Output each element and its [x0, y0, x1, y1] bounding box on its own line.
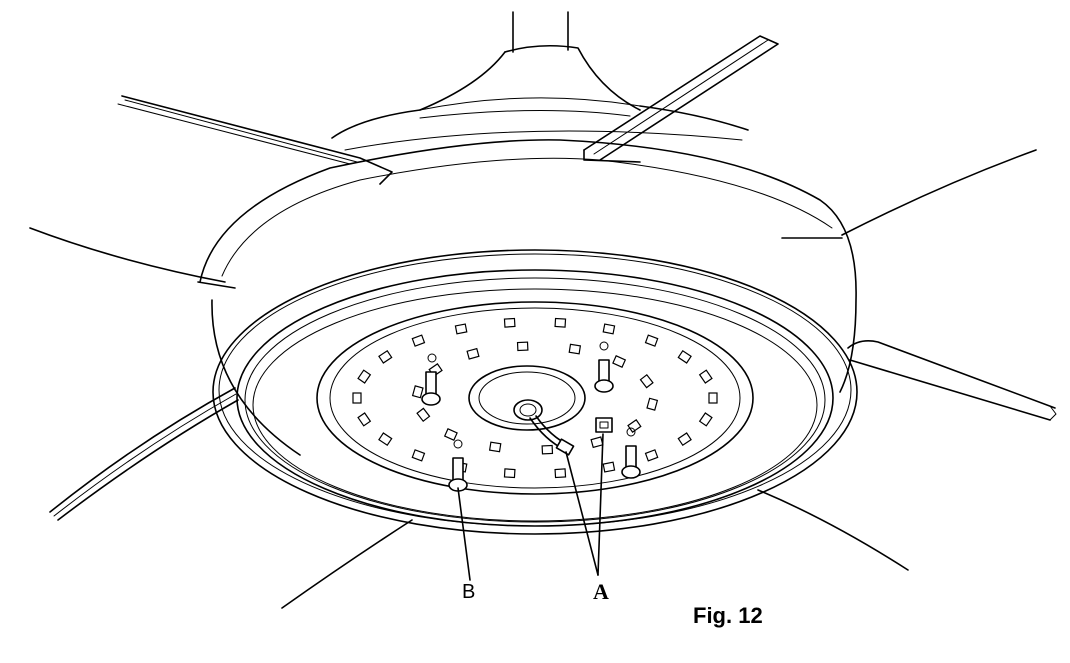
wire-connector: [529, 415, 613, 456]
led-slot: [698, 412, 713, 427]
led-slot: [612, 355, 627, 368]
motor-top-housing: [331, 44, 749, 151]
led-slot: [357, 412, 372, 427]
led-slot: [646, 397, 659, 411]
led-slot: [644, 449, 659, 462]
led-slot: [698, 369, 713, 384]
fan-blade-bottom-right: [757, 489, 909, 571]
fan-blade-lower-left: [49, 387, 239, 521]
screw-lower-right: [621, 427, 641, 479]
led-slot: [677, 349, 692, 364]
led-slot: [378, 349, 393, 364]
led-slot: [677, 432, 692, 447]
led-slot: [503, 317, 516, 328]
screw-upper-left: [421, 353, 441, 406]
callout-lines: [457, 433, 604, 581]
fan-blade-back-right: [583, 35, 779, 163]
led-slot: [503, 468, 516, 479]
screw-lower-left: [448, 439, 468, 492]
led-slot: [554, 317, 567, 328]
led-slot: [639, 373, 654, 389]
motor-housing: [199, 139, 858, 535]
led-slot: [416, 407, 431, 423]
fan-blade-right-upper: [781, 149, 1037, 239]
callout-label-b: B: [462, 581, 476, 603]
led-slot: [602, 323, 616, 335]
led-slot: [352, 392, 362, 404]
led-slot: [411, 385, 424, 399]
led-slot: [443, 428, 458, 441]
led-slot: [644, 334, 659, 347]
led-slot: [554, 468, 567, 479]
led-slot: [411, 449, 426, 462]
fan-blade-left: [29, 227, 236, 289]
led-slot: [357, 369, 372, 384]
led-slot: [568, 343, 582, 355]
led-slots: [352, 317, 718, 479]
led-slot: [516, 341, 529, 352]
led-slot: [378, 432, 393, 447]
figure-caption: Fig. 12: [693, 603, 763, 628]
led-slot: [602, 461, 616, 473]
light-kit-plate: [316, 301, 754, 495]
center-hub: [468, 365, 586, 431]
callout-label-a: A: [593, 579, 609, 604]
led-slot: [590, 436, 604, 449]
led-slot: [411, 334, 426, 347]
led-slot: [708, 392, 718, 404]
downrod: [512, 11, 569, 53]
fan-blade-back-left: [117, 95, 393, 185]
led-slot: [541, 444, 554, 455]
led-slot: [466, 347, 480, 360]
led-slot: [488, 441, 502, 453]
screw-upper-right: [594, 341, 614, 393]
fan-blade-bottom-left: [281, 519, 413, 609]
fan-blade-right: [847, 340, 1057, 421]
led-slot: [627, 419, 642, 433]
led-slot: [454, 323, 468, 335]
